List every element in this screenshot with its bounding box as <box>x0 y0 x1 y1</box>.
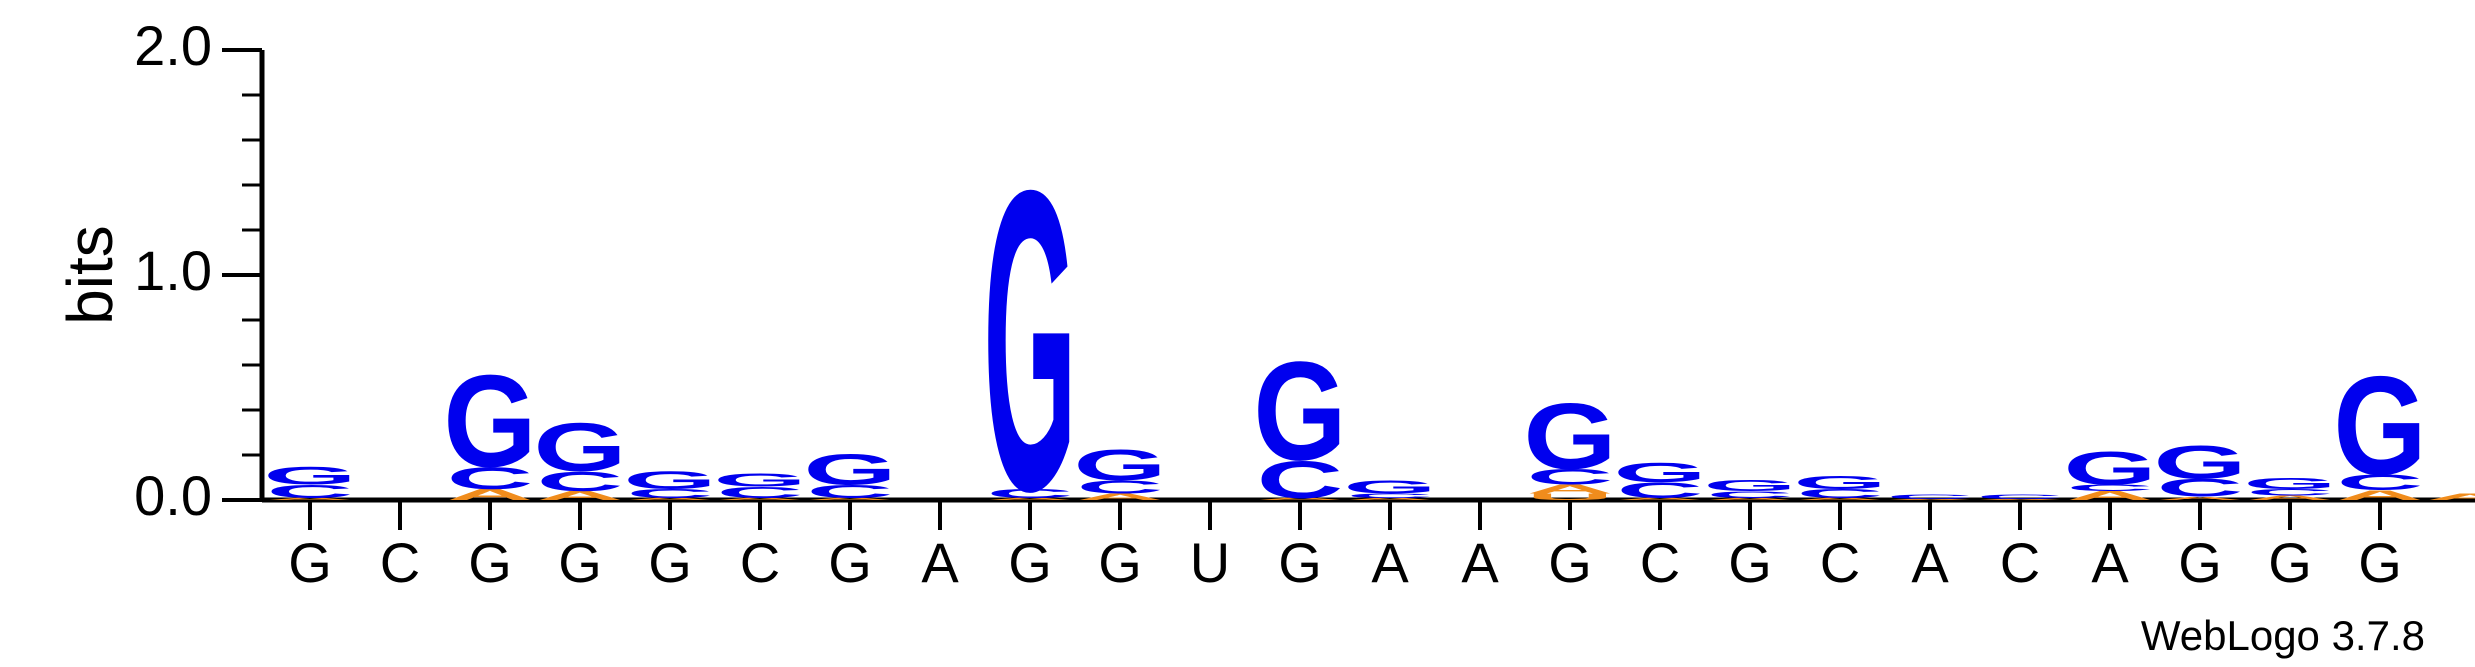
logo-letter-a: A <box>2427 492 2475 502</box>
position-label: G <box>288 531 332 594</box>
logo-letter-c: C <box>537 466 624 497</box>
logo-letter-g: G <box>2333 347 2426 504</box>
logo-letter-g: G <box>1523 384 1616 488</box>
y-tick-label: 2.0 <box>134 14 212 77</box>
position-label: G <box>2358 531 2402 594</box>
logo-letter-a: A <box>1257 497 1344 501</box>
logo-letter-c: C <box>1257 450 1344 510</box>
position-label: A <box>2091 531 2129 594</box>
logo-letter-a: A <box>2337 487 2424 503</box>
y-tick-label: 1.0 <box>134 239 212 302</box>
position-label: G <box>1008 531 1052 594</box>
logo-letter-a: A <box>1347 497 1434 501</box>
logo-letter-g: G <box>1793 472 1886 493</box>
logo-letter-g: G <box>1703 477 1796 494</box>
logo-letter-g: G <box>983 101 1076 580</box>
y-axis: 0.0 1.0 2.0 bits <box>54 14 265 527</box>
logo-letter-a: A <box>717 497 804 501</box>
logo-letter-c: C <box>2067 483 2154 493</box>
position-label: C <box>1820 531 1860 594</box>
logo-letter-a: A <box>447 486 534 503</box>
position-label: A <box>1461 531 1499 594</box>
position-label: G <box>1098 531 1142 594</box>
logo-letter-c: C <box>807 481 894 502</box>
position-label: G <box>558 531 602 594</box>
logo-letter-c: C <box>447 461 534 496</box>
logo-letter-c: C <box>2247 487 2334 497</box>
position-label: G <box>1548 531 1592 594</box>
logo-letter-g: G <box>1613 457 1706 488</box>
position-label: G <box>2178 531 2222 594</box>
logo-letter-c: C <box>1797 487 1884 501</box>
logo-letter-c: C <box>1887 493 1974 500</box>
logo-letter-a: A <box>1707 497 1794 501</box>
position-label: C <box>380 531 420 594</box>
position-label: G <box>648 531 692 594</box>
weblogo-credit: WebLogo 3.7.8 <box>2141 612 2425 659</box>
logo-letter-g: G <box>2153 437 2246 489</box>
position-label: C <box>740 531 780 594</box>
position-label: G <box>468 531 512 594</box>
logo-letter-a: A <box>537 489 624 503</box>
logo-letter-g: G <box>713 470 806 491</box>
logo-letter-a: A <box>2247 494 2334 501</box>
logo-letter-g: G <box>1073 441 1166 490</box>
position-label: A <box>1371 531 1409 594</box>
logo-letter-a: A <box>1887 499 1974 501</box>
position-label: C <box>2000 531 2040 594</box>
position-label: G <box>2268 531 2312 594</box>
logo-letter-a: A <box>1977 499 2064 501</box>
logo-letter-c: C <box>267 481 354 502</box>
logo-letter-c: C <box>1617 478 1704 502</box>
position-label: G <box>1278 531 1322 594</box>
logo-letter-g: G <box>1343 476 1436 497</box>
logo-letter-c: C <box>1527 465 1614 489</box>
y-tick-label: 0.0 <box>134 464 212 527</box>
y-axis-label: bits <box>54 225 126 325</box>
logo-letter-a: A <box>1527 482 1614 496</box>
position-label: C <box>1640 531 1680 594</box>
logo-letter-g: G <box>2063 443 2156 495</box>
logo-letter-g: G <box>2243 475 2336 492</box>
position-label: U <box>1190 531 1230 594</box>
logo-letter-c: C <box>717 484 804 501</box>
logo-letter-c: C <box>1977 493 2064 500</box>
logo-letter-c: C <box>1347 492 1434 499</box>
logo-letter-a: A <box>807 497 894 501</box>
logo-letter-a: A <box>2157 496 2244 501</box>
logo-letter-a: A <box>987 497 1074 501</box>
logo-letter-g: G <box>1253 333 1346 490</box>
logo-letter-a: A <box>267 497 354 501</box>
logo-letter-g: G <box>263 462 356 490</box>
logo-letter-c: C <box>1077 476 1164 497</box>
logo-letter-a: A <box>2067 489 2154 503</box>
logo-letter-g: G <box>623 467 716 495</box>
logo-letter-a: A <box>1797 497 1884 501</box>
logo-letter-c: C <box>987 487 1074 501</box>
position-label: G <box>828 531 872 594</box>
position-label: A <box>921 531 959 594</box>
logo-letter-c: C <box>2337 470 2424 494</box>
y-ticks: 0.0 1.0 2.0 <box>134 14 262 527</box>
position-label: A <box>1911 531 1949 594</box>
logo-letter-a: A <box>1617 497 1704 501</box>
logo-letter-g: G <box>443 347 536 494</box>
logo-letter-a: A <box>1077 492 1164 502</box>
logo-letter-g: G <box>803 445 896 494</box>
logo-letter-c: C <box>2157 474 2244 502</box>
logo-letter-a: A <box>627 497 714 501</box>
logo-letter-c: C <box>627 487 714 501</box>
logo-letter-c: C <box>1707 489 1794 499</box>
logo-letter-g: G <box>533 408 626 485</box>
position-label: G <box>1728 531 1772 594</box>
logo-letter-u: U <box>1527 492 1614 502</box>
